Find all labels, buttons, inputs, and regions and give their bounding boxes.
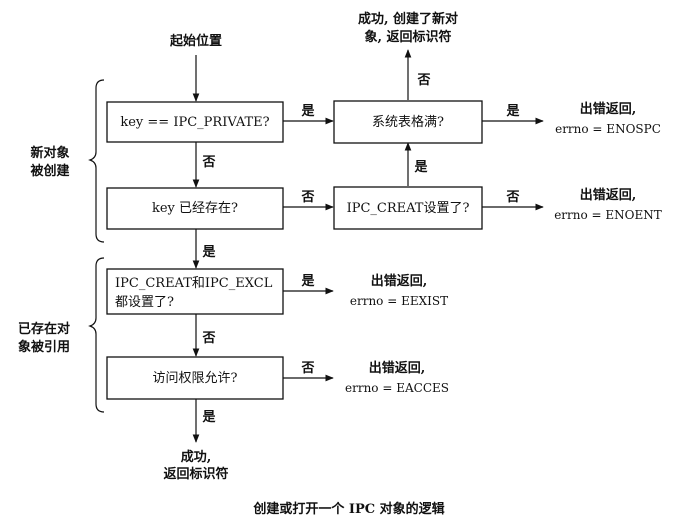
result-enospc-line1: 出错返回, [580,101,637,117]
result-enospc-line2: errno = ENOSPC [555,122,661,136]
box-creat-excl [106,268,284,315]
group-bracket-reference [88,257,105,413]
box-key-private [106,101,284,143]
box-key-private-label: key == IPC_PRIVATE? [120,115,269,130]
group-label-create-line1: 新对象 [30,145,69,161]
edge-label-access-ok-no: 否 [300,361,314,376]
box-access-ok-label: 访问权限允许? [153,370,238,386]
edge-label-creat-set-yes: 是 [413,160,428,175]
box-creat-excl-label-line2: 都设置了? [115,295,174,310]
edge-label-table-full-no: 否 [416,73,430,88]
group-bracket-create [88,79,105,243]
result-eacces-line1: 出错返回, [369,360,426,376]
result-enoent-line2: errno = ENOENT [554,208,662,222]
box-creat-set [333,186,483,230]
result-create-success-line1: 成功, 创建了新对 [358,11,458,27]
edge-label-key-private-yes: 是 [300,104,315,119]
edge-label-creat-excl-no: 否 [201,331,215,346]
edge-label-key-exists-yes: 是 [201,245,216,260]
start-label: 起始位置 [169,33,222,49]
result-eexist-line2: errno = EEXIST [350,294,448,308]
edge-label-creat-excl-yes: 是 [300,274,315,289]
result-ref-success-line1: 成功, [181,449,212,465]
edge-label-creat-set-no: 否 [505,190,519,205]
group-label-reference-line2: 象被引用 [18,339,70,355]
box-creat-set-label: IPC_CREAT设置了? [347,201,470,216]
box-access-ok [106,356,284,400]
box-table-full-label: 系统表格满? [372,114,444,130]
result-eacces-line2: errno = EACCES [345,381,449,395]
edge-label-key-private-no: 否 [201,155,215,170]
result-ref-success-line2: 返回标识符 [163,466,228,482]
group-label-reference-line1: 已存在对 [18,321,70,337]
box-key-exists [106,187,284,230]
edge-label-table-full-yes: 是 [505,104,520,119]
edge-label-access-ok-yes: 是 [201,410,216,425]
box-key-exists-label: key 已经存在? [152,201,238,216]
result-create-success-line2: 象, 返回标识符 [364,29,451,45]
group-label-create-line2: 被创建 [29,163,69,179]
edge-label-key-exists-no: 否 [300,190,314,205]
result-enoent-line1: 出错返回, [580,187,637,203]
box-table-full [333,100,483,144]
figure-caption: 创建或打开一个 IPC 对象的逻辑 [252,501,444,517]
result-eexist-line1: 出错返回, [371,273,428,289]
box-creat-excl-label-line1: IPC_CREAT和IPC_EXCL [115,276,273,291]
